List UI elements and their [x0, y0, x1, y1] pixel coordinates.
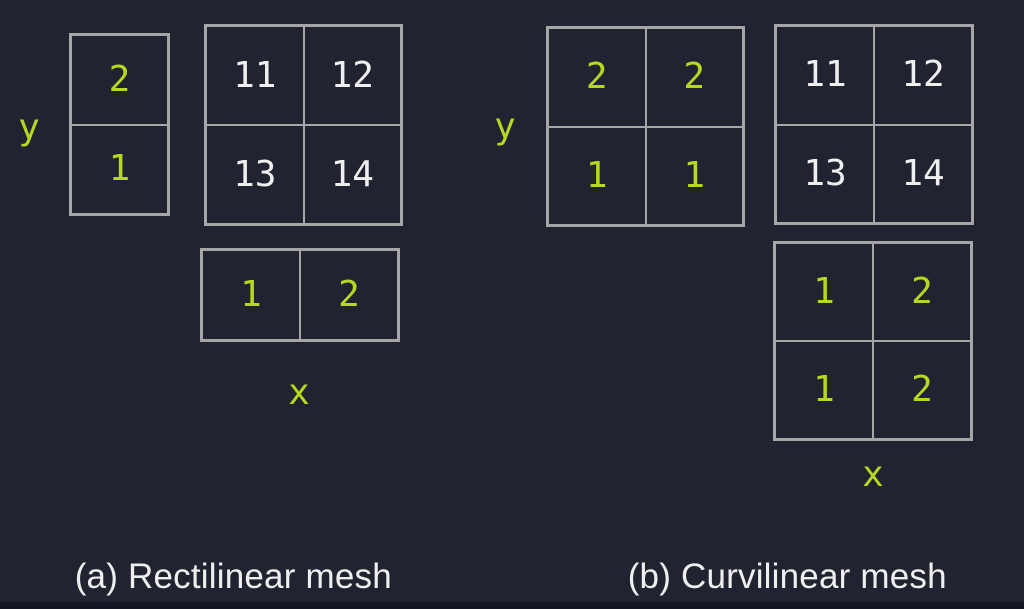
mesh-cell: 14 — [303, 125, 401, 224]
mesh-cell: 1 — [202, 250, 300, 340]
bottom-edge-strip — [0, 602, 1024, 609]
mesh-cell: 2 — [645, 28, 743, 127]
mesh-cell: 2 — [71, 35, 168, 125]
mesh-cell: 11 — [776, 26, 874, 125]
mesh-cell: 13 — [776, 124, 874, 223]
panel-b-caption-line1: (b) Curvilinear mesh — [627, 557, 947, 596]
panel-a-y-axis-label: y — [18, 107, 40, 148]
mesh-cell: 14 — [874, 124, 972, 223]
mesh-cell: 1 — [645, 126, 743, 225]
mesh-cell: 2 — [548, 28, 646, 127]
mesh-cell: 12 — [874, 26, 972, 125]
mesh-cell: 2 — [873, 341, 971, 439]
mesh-cell: 12 — [303, 26, 401, 125]
mesh-cell: 2 — [873, 243, 971, 341]
mesh-cell: 1 — [71, 124, 168, 214]
panel-b-y-axis-label: y — [494, 106, 516, 147]
mesh-cell: 2 — [300, 250, 398, 340]
panel-a-caption: (a) Rectilinear mesh 1D x, y coordinates — [35, 511, 398, 609]
panel-b-caption: (b) Curvilinear mesh 2D x, y coordinates — [588, 511, 953, 609]
mesh-cell: 1 — [775, 243, 873, 341]
panel-a-caption-line1: (a) Rectilinear mesh — [74, 557, 392, 596]
mesh-cell: 11 — [206, 26, 304, 125]
panel-a-x-axis-label: x — [288, 372, 310, 413]
panel-b-x-axis-label: x — [862, 454, 884, 495]
mesh-cell: 13 — [206, 125, 304, 224]
mesh-cell: 1 — [548, 126, 646, 225]
mesh-cell: 1 — [775, 341, 873, 439]
